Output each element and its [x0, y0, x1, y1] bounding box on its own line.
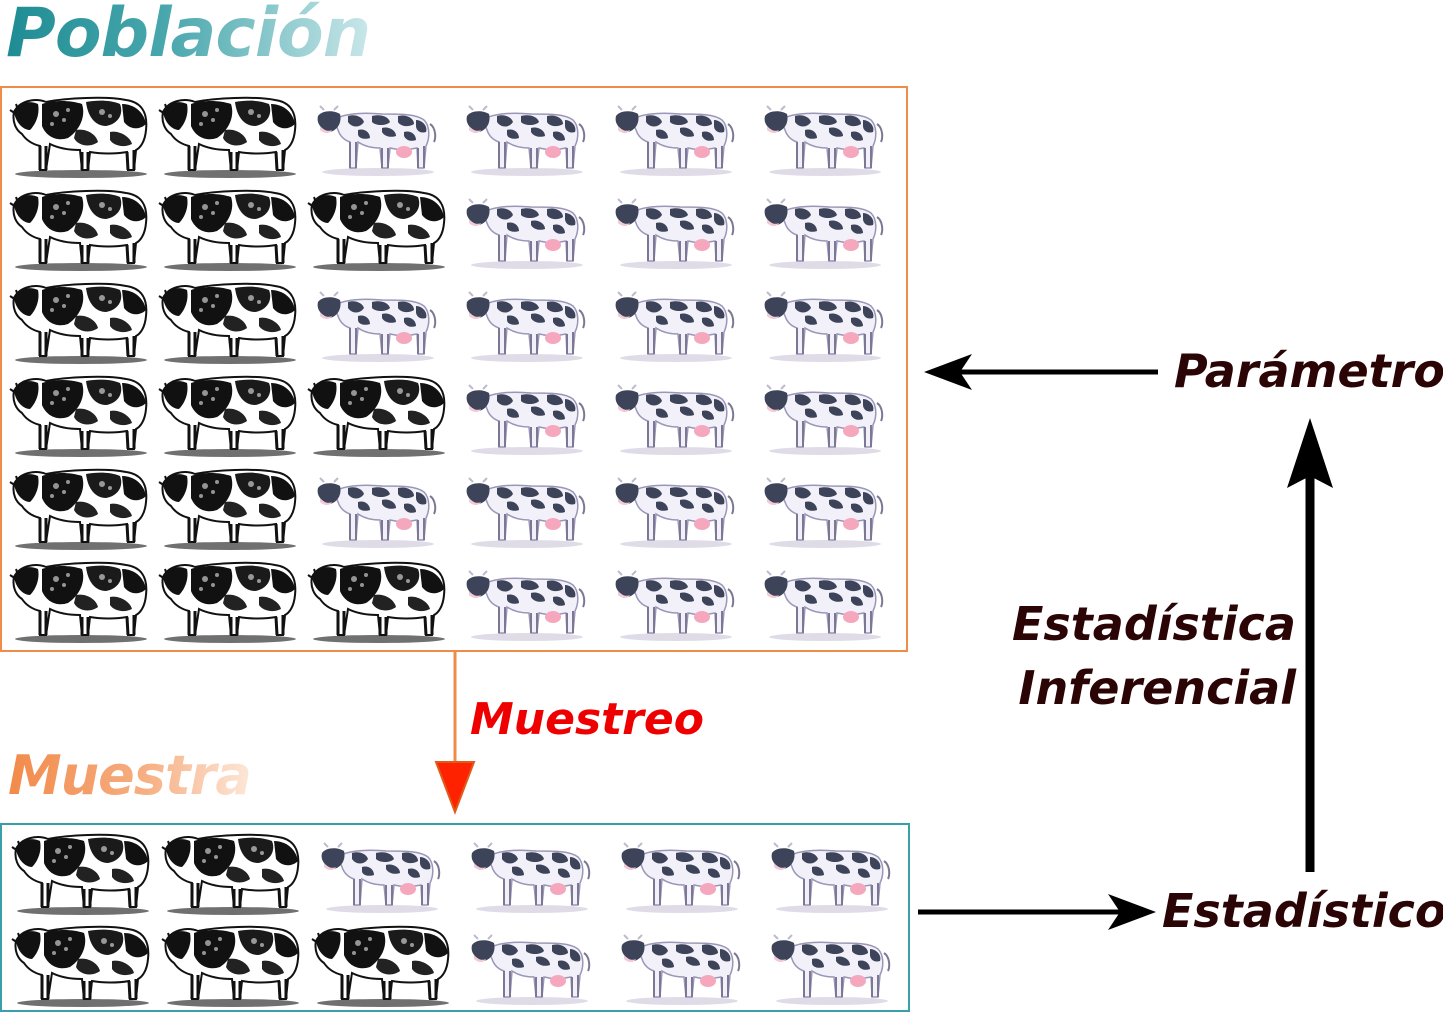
- cartoon-cow-icon: [610, 563, 740, 647]
- sampling-label: Muestreo: [470, 694, 704, 745]
- holstein-engraving-icon: [158, 827, 308, 921]
- holstein-engraving-icon: [304, 555, 454, 649]
- cartoon-cow-icon: [759, 284, 889, 368]
- population-cow-grid: [2, 88, 906, 650]
- cartoon-cow-icon: [461, 470, 591, 554]
- sample-cow-grid: [2, 825, 908, 1010]
- cartoon-cow-icon: [466, 927, 596, 1011]
- cartoon-cow-icon: [759, 191, 889, 275]
- holstein-engraving-icon: [304, 369, 454, 463]
- holstein-engraving-icon: [6, 90, 156, 184]
- cartoon-cow-icon: [461, 377, 591, 461]
- cartoon-cow-icon: [759, 563, 889, 647]
- inference-arrowhead-icon: [1287, 418, 1333, 488]
- inferential-label-line2: Inferencial: [1018, 661, 1296, 715]
- holstein-engraving-icon: [6, 462, 156, 556]
- holstein-engraving-icon: [6, 555, 156, 649]
- holstein-engraving-icon: [155, 183, 305, 277]
- cartoon-cow-icon: [610, 98, 740, 182]
- sample-title: Muestra: [8, 744, 252, 807]
- cartoon-cow-icon: [759, 98, 889, 182]
- population-box: [0, 86, 908, 652]
- cartoon-cow-icon: [610, 470, 740, 554]
- holstein-engraving-icon: [308, 919, 458, 1013]
- holstein-engraving-icon: [6, 276, 156, 370]
- holstein-engraving-icon: [155, 90, 305, 184]
- parameter-arrowhead-icon: [924, 354, 972, 390]
- cartoon-cow-icon: [461, 284, 591, 368]
- statistic-arrowhead-icon: [1108, 894, 1156, 930]
- cartoon-cow-icon: [312, 284, 442, 368]
- holstein-engraving-icon: [155, 276, 305, 370]
- holstein-engraving-icon: [6, 369, 156, 463]
- cartoon-cow-icon: [616, 927, 746, 1011]
- statistic-label: Estadístico: [1162, 884, 1443, 938]
- holstein-engraving-icon: [155, 462, 305, 556]
- parameter-label: Parámetro: [1174, 344, 1443, 398]
- cartoon-cow-icon: [312, 98, 442, 182]
- cartoon-cow-icon: [766, 835, 896, 919]
- holstein-engraving-icon: [304, 183, 454, 277]
- cartoon-cow-icon: [610, 191, 740, 275]
- holstein-engraving-icon: [158, 919, 308, 1013]
- cartoon-cow-icon: [461, 98, 591, 182]
- cartoon-cow-icon: [759, 377, 889, 461]
- holstein-engraving-icon: [155, 369, 305, 463]
- sampling-arrowhead-icon: [434, 761, 476, 815]
- inferential-statistics-label: Estadística Inferencial: [1012, 592, 1296, 720]
- sample-box: [0, 823, 910, 1012]
- cartoon-cow-icon: [766, 927, 896, 1011]
- cartoon-cow-icon: [759, 470, 889, 554]
- cartoon-cow-icon: [316, 835, 446, 919]
- cartoon-cow-icon: [461, 563, 591, 647]
- holstein-engraving-icon: [6, 183, 156, 277]
- inferential-label-line1: Estadística: [1012, 597, 1296, 651]
- cartoon-cow-icon: [616, 835, 746, 919]
- cartoon-cow-icon: [312, 470, 442, 554]
- holstein-engraving-icon: [8, 827, 158, 921]
- population-title: Población: [6, 0, 371, 73]
- holstein-engraving-icon: [155, 555, 305, 649]
- holstein-engraving-icon: [8, 919, 158, 1013]
- cartoon-cow-icon: [610, 284, 740, 368]
- cartoon-cow-icon: [466, 835, 596, 919]
- cartoon-cow-icon: [461, 191, 591, 275]
- cartoon-cow-icon: [610, 377, 740, 461]
